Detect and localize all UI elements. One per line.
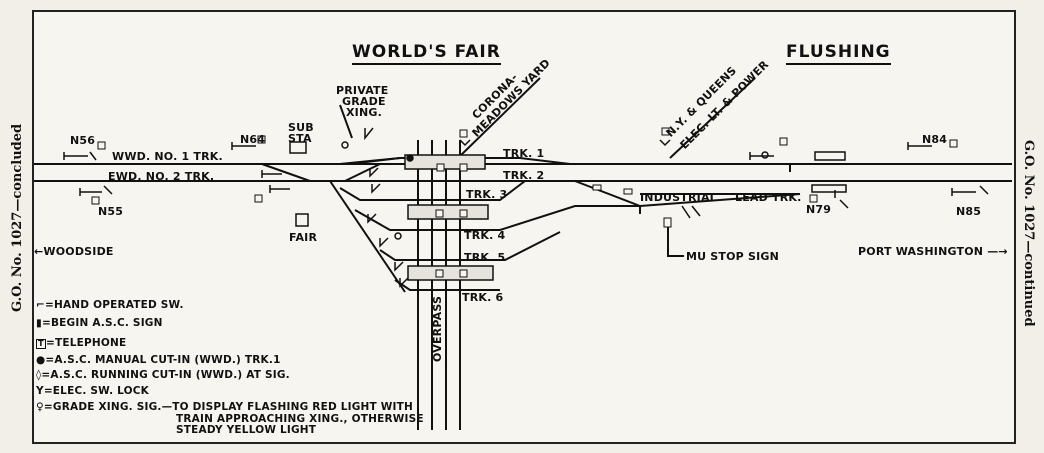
label-sta: STA xyxy=(288,132,312,145)
label-fair: FAIR xyxy=(289,231,318,244)
asc-sign-icon: ▮ xyxy=(36,317,42,329)
signal-n64 xyxy=(231,142,256,150)
fair-box xyxy=(295,213,309,227)
label-industrial: INDUSTRIAL xyxy=(640,191,717,204)
sub-station-box xyxy=(289,141,307,154)
track-line-corona xyxy=(457,77,541,159)
label-overpass: OVERPASS xyxy=(431,295,444,362)
signal-n85 xyxy=(951,185,989,196)
signal-n84 xyxy=(907,142,932,150)
direction-woodside: ←WOODSIDE xyxy=(34,245,114,258)
grade-crossing-signal-icon: ♀ xyxy=(36,401,44,413)
label-n56: N56 xyxy=(70,134,96,147)
legend-asc-sign: ▮=BEGIN A.S.C. SIGN xyxy=(36,317,163,329)
label-wwd1-trk: WWD. NO. 1 TRK. xyxy=(112,150,223,163)
legend-hand-switch: ⌐=HAND OPERATED SW. xyxy=(36,299,184,311)
diagram-frame xyxy=(32,10,1016,444)
signal-n56 xyxy=(63,151,97,161)
signal-n79 xyxy=(834,190,849,209)
flushing-platform xyxy=(814,151,846,161)
legend-grade-signal-cont-1: TRAIN APPROACHING XING., OTHERWISE xyxy=(176,413,424,425)
telephone-icon: T xyxy=(36,339,46,349)
label-xing: XING. xyxy=(346,106,382,119)
hand-switch-icon: ⌐ xyxy=(36,299,45,311)
label-trk2: TRK. 2 xyxy=(503,169,545,182)
direction-port-washington: PORT WASHINGTON —→ xyxy=(858,245,1008,258)
switch-lock-icon: Y xyxy=(36,385,44,397)
label-trk6: TRK. 6 xyxy=(462,291,504,304)
manual-cutin-icon: ● xyxy=(36,354,46,366)
label-trk1: TRK. 1 xyxy=(503,147,545,160)
legend-grade-signal: ♀=GRADE XING. SIG.—TO DISPLAY FLASHING R… xyxy=(36,401,413,413)
label-mu-stop-sign: MU STOP SIGN xyxy=(686,250,780,263)
track-line-diagonal xyxy=(329,180,406,293)
label-ewd2-trk: EWD. NO. 2 TRK. xyxy=(108,170,215,183)
track-line-trk5 xyxy=(379,231,561,261)
legend-grade-signal-cont-2: STEADY YELLOW LIGHT xyxy=(176,424,317,436)
legend-manual-cutin: ●=A.S.C. MANUAL CUT-IN (WWD.) TRK.1 xyxy=(36,354,281,366)
track-line-nyq xyxy=(669,77,756,159)
label-grade: GRADE xyxy=(342,95,386,108)
label-trk5: TRK. 5 xyxy=(464,251,506,264)
label-n55: N55 xyxy=(98,205,124,218)
label-n64: N64 xyxy=(240,133,266,146)
legend-switch-lock: Y=ELEC. SW. LOCK xyxy=(36,385,150,397)
legend-running-cutin: ◊=A.S.C. RUNNING CUT-IN (WWD.) AT SIG. xyxy=(36,369,290,381)
platform-trk5 xyxy=(407,265,494,281)
label-private: PRIVATE xyxy=(336,84,389,97)
label-lead-trk: LEAD TRK. xyxy=(735,191,802,204)
label-n79: N79 xyxy=(806,203,832,216)
track-line-trk3 xyxy=(339,180,526,201)
title-flushing: FLUSHING xyxy=(786,42,891,65)
title-worlds-fair: WORLD'S FAIR xyxy=(352,42,501,65)
label-n84: N84 xyxy=(922,133,948,146)
label-trk3: TRK. 3 xyxy=(466,188,508,201)
legend-telephone: T=TELEPHONE xyxy=(36,338,126,349)
label-trk4: TRK. 4 xyxy=(464,229,506,242)
label-sub: SUB xyxy=(288,121,314,134)
platform-trk3 xyxy=(407,204,489,220)
track-line-trk4 xyxy=(354,205,641,231)
running-cutin-icon: ◊ xyxy=(36,369,42,381)
platform-trk1 xyxy=(404,154,486,170)
signal-n55 xyxy=(79,185,113,196)
label-n85: N85 xyxy=(956,205,982,218)
n79-platform xyxy=(811,184,847,193)
track-line-trk6 xyxy=(394,279,500,291)
